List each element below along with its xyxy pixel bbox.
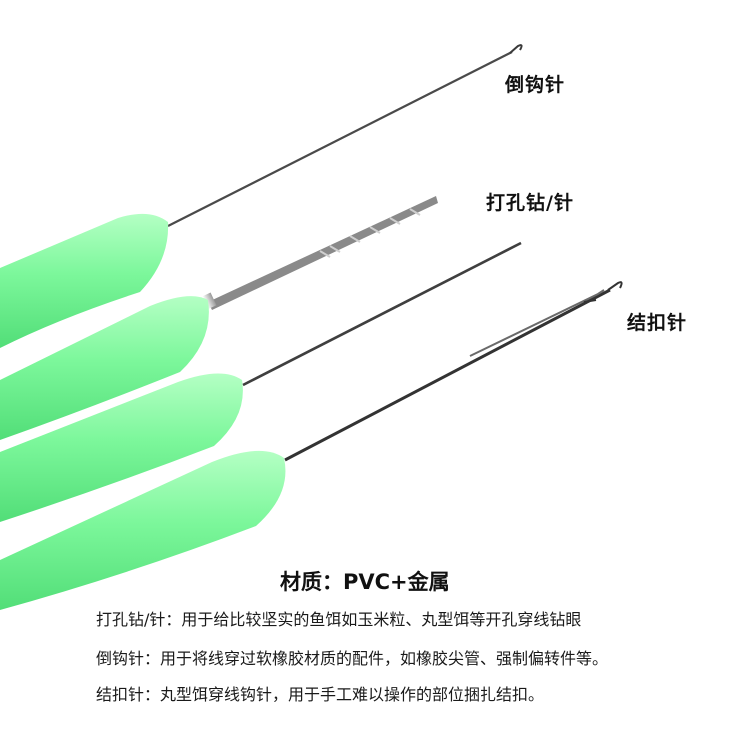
knot-needle-tool [0, 281, 623, 610]
hook-description: 倒钩针：用于将线穿过软橡胶材质的配件，如橡胶尖管、强制偏转件等。 [96, 649, 609, 668]
pointed-needle-handle [0, 373, 243, 522]
knot-needle-prong [583, 299, 597, 303]
drill-needle-label: 打孔钻/针 [486, 192, 574, 214]
drill-flutes [319, 208, 421, 258]
hook-needle-label: 倒钩针 [505, 74, 566, 96]
knot-needle-wing [469, 289, 605, 357]
hook-needle-tip [509, 44, 523, 54]
knot-needle-tip [607, 281, 623, 291]
knot-needle-shaft [284, 288, 611, 462]
hook-needle-tool [0, 44, 523, 348]
material-title: 材质：PVC+金属 [280, 570, 450, 594]
knot-needle-label: 结扣针 [627, 312, 688, 334]
drill-tool [0, 196, 438, 440]
hook-needle-handle [0, 213, 169, 348]
drill-description: 打孔钻/针：用于给比较坚实的鱼饵如玉米粒、丸型饵等开孔穿线钻眼 [96, 610, 582, 629]
hook-needle-shaft [167, 51, 513, 227]
pointed-needle-shaft [242, 241, 522, 387]
pointed-needle-tool [0, 241, 522, 522]
knot-needle-handle [0, 450, 286, 610]
drill-collar [202, 292, 217, 310]
drill-handle [0, 296, 209, 440]
knot-description: 结扣针：丸型饵穿线钩针，用于手工难以操作的部位捆扎结扣。 [96, 685, 545, 704]
